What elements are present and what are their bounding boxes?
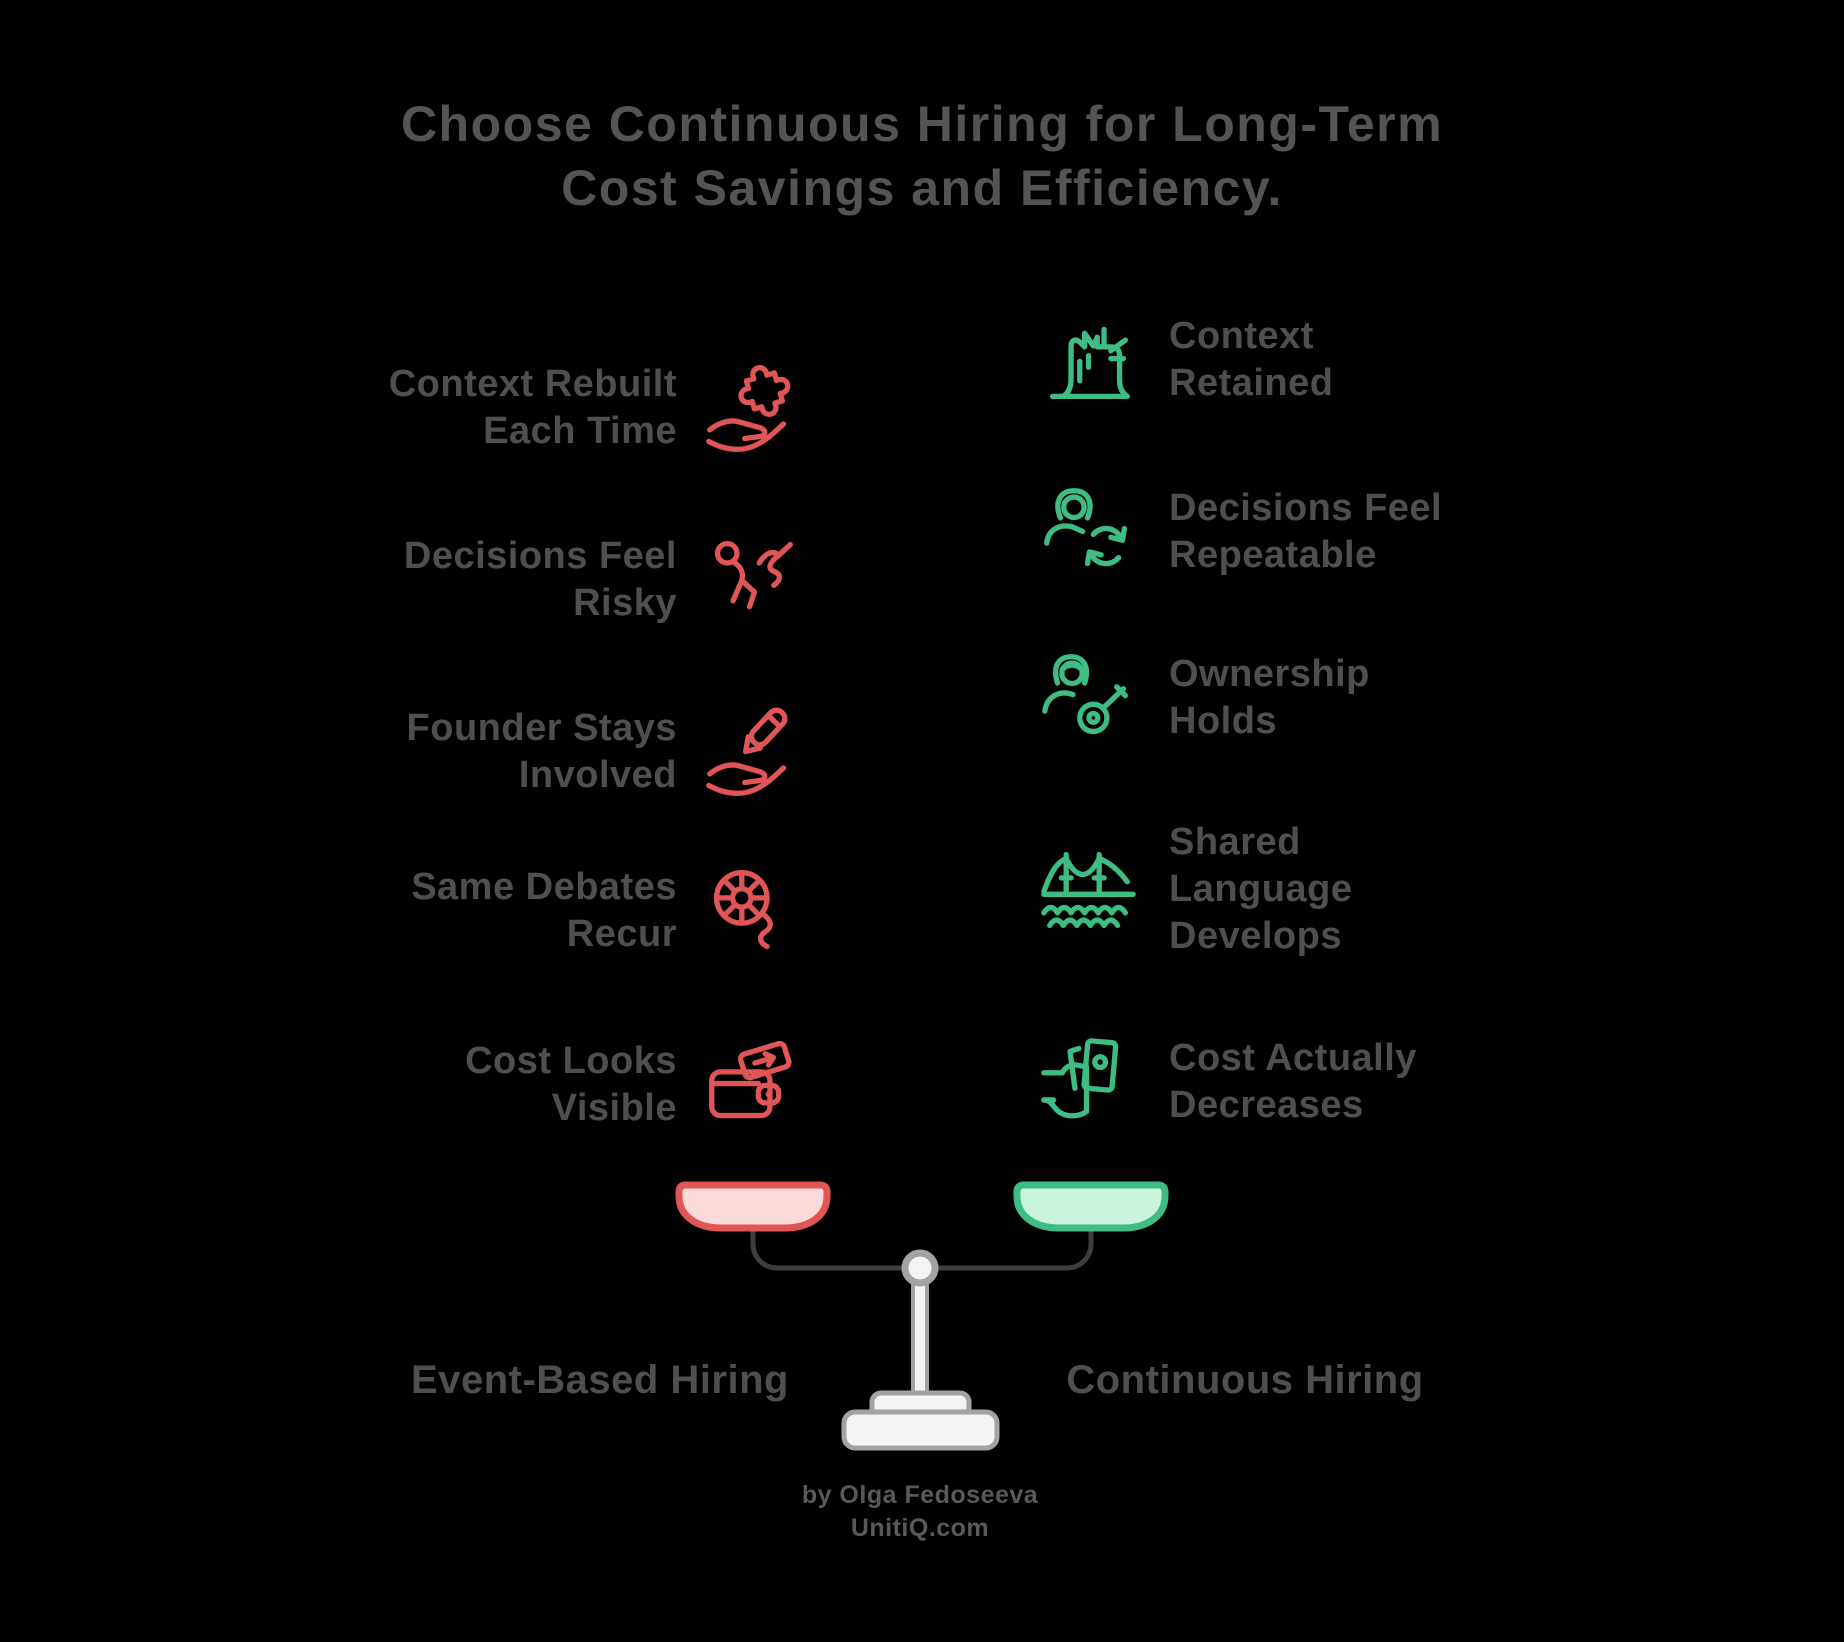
item-text-line: Founder Stays (406, 706, 677, 749)
item-context-retained: Context Retained (1040, 311, 1640, 408)
bridge-icon (1040, 841, 1137, 938)
item-text: Founder Stays Involved (407, 705, 677, 799)
item-text-line: Language (1169, 868, 1353, 910)
scale-pan-right (1013, 1181, 1169, 1232)
item-text-line: Develops (1169, 915, 1342, 957)
item-text: Cost Looks Visible (465, 1038, 677, 1132)
item-cost-decreases: Cost Actually Decreases (1040, 1033, 1640, 1130)
item-text-line: Involved (518, 753, 677, 796)
item-text-line: Holds (1169, 699, 1278, 742)
person-key-icon (1040, 649, 1137, 746)
page-title: Choose Continuous Hiring for Long-Term C… (0, 92, 1844, 220)
attribution-site: UnitiQ.com (850, 1514, 990, 1542)
item-founder-involved: Founder Stays Involved (300, 703, 800, 800)
balance-scale-illustration (675, 1181, 1169, 1451)
item-text: Cost Actually Decreases (1169, 1035, 1417, 1129)
item-text-line: Cost Actually (1169, 1036, 1417, 1079)
tree-stump-icon (1040, 311, 1137, 408)
spinning-wheel-icon (703, 862, 800, 959)
falling-person-icon (703, 531, 800, 628)
item-text: Context Retained (1169, 313, 1333, 407)
item-debates-recur: Same Debates Recur (300, 862, 800, 959)
item-context-rebuilt: Context Rebuilt Each Time (300, 359, 800, 456)
scale-pan-left (675, 1181, 831, 1232)
item-text-line: Repeatable (1169, 533, 1377, 576)
attribution-author: by Olga Fedoseeva (801, 1481, 1039, 1509)
item-text: Decisions Feel Risky (404, 533, 677, 627)
item-text-line: Decisions Feel (1169, 486, 1443, 529)
pencil-hand-icon (703, 703, 800, 800)
attribution: by Olga Fedoseeva UnitiQ.com (670, 1479, 1170, 1545)
item-ownership-holds: Ownership Holds (1040, 649, 1640, 746)
item-text-line: Recur (566, 912, 677, 955)
item-text-line: Context (1169, 314, 1314, 357)
item-text-line: Same Debates (411, 865, 677, 908)
item-shared-language: Shared Language Develops (1040, 819, 1640, 960)
item-text-line: Decisions Feel (403, 534, 677, 577)
item-decisions-risky: Decisions Feel Risky (300, 531, 800, 628)
label-continuous-hiring: Continuous Hiring (1066, 1358, 1424, 1402)
scale-pole (911, 1276, 929, 1402)
hand-money-icon (1040, 1033, 1137, 1130)
item-text: Ownership Holds (1169, 651, 1370, 745)
item-text-line: Context Rebuilt (388, 362, 677, 405)
scale-base-lower (841, 1409, 1000, 1451)
item-text-line: Risky (573, 581, 677, 624)
item-text-line: Cost Looks (465, 1039, 677, 1082)
item-cost-visible: Cost Looks Visible (300, 1036, 800, 1133)
item-text-line: Ownership (1169, 652, 1370, 695)
item-text: Context Rebuilt Each Time (389, 361, 677, 455)
puzzle-hand-icon (703, 359, 800, 456)
label-event-based-hiring: Event-Based Hiring (411, 1358, 789, 1402)
item-text-line: Retained (1169, 361, 1334, 404)
item-text-line: Each Time (483, 409, 677, 452)
item-text-line: Visible (551, 1086, 677, 1129)
item-decisions-repeatable: Decisions Feel Repeatable (1040, 483, 1640, 580)
item-text: Same Debates Recur (411, 864, 677, 958)
page-title-line2: Cost Savings and Efficiency. (561, 160, 1283, 216)
scale-pivot (901, 1249, 939, 1287)
person-refresh-icon (1040, 483, 1137, 580)
item-text-line: Decreases (1169, 1083, 1364, 1126)
item-text: Decisions Feel Repeatable (1169, 485, 1442, 579)
page-title-line1: Choose Continuous Hiring for Long-Term (400, 96, 1444, 152)
item-text-line: Shared (1169, 821, 1301, 863)
item-text: Shared Language Develops (1169, 819, 1352, 960)
wallet-money-icon (703, 1036, 800, 1133)
